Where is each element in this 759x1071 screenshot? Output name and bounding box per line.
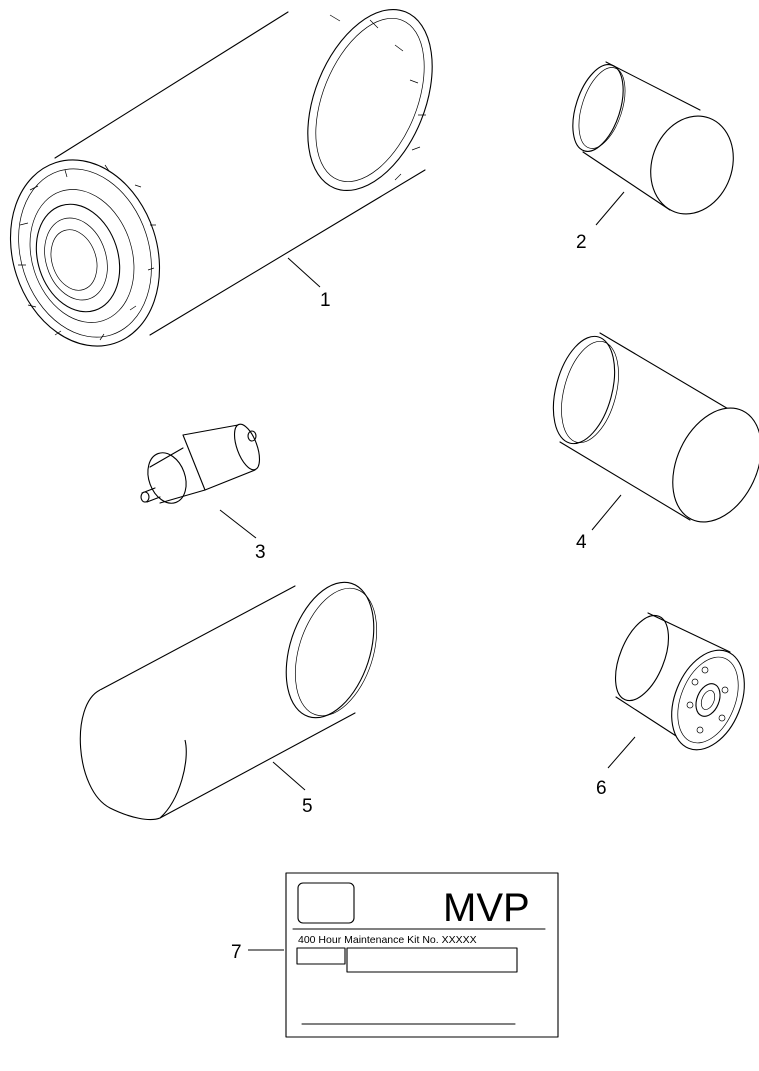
fuel-filter-part-3 (140, 423, 261, 504)
filter-part-6 (614, 612, 745, 751)
leader-line-3 (219, 509, 257, 539)
leader-line-6 (607, 736, 636, 769)
leader-line-5 (272, 761, 306, 791)
callout-5: 5 (302, 796, 313, 817)
leader-line-4 (591, 494, 622, 531)
decal-part-7: MVP 400 Hour Maintenance Kit No. XXXXX (285, 872, 559, 1038)
callout-6: 6 (596, 778, 607, 799)
callout-3: 3 (255, 542, 266, 563)
leader-line-2 (595, 191, 625, 226)
decal-number-box (346, 947, 518, 973)
leader-line-1 (287, 257, 321, 288)
callout-7: 7 (231, 942, 242, 963)
callout-4: 4 (576, 532, 587, 553)
filter-part-2 (572, 61, 734, 215)
air-filter-part-1 (9, 8, 433, 347)
filter-part-5 (79, 581, 378, 821)
callout-1: 1 (320, 290, 331, 311)
decal-logo-box (297, 882, 355, 924)
filter-part-4 (552, 332, 759, 523)
decal-kit-label: 400 Hour Maintenance Kit No. XXXXX (298, 934, 477, 946)
decal-brand: MVP (443, 886, 530, 930)
decal-outline (285, 872, 559, 1038)
callout-2: 2 (576, 232, 587, 253)
decal-code-box (296, 947, 346, 965)
